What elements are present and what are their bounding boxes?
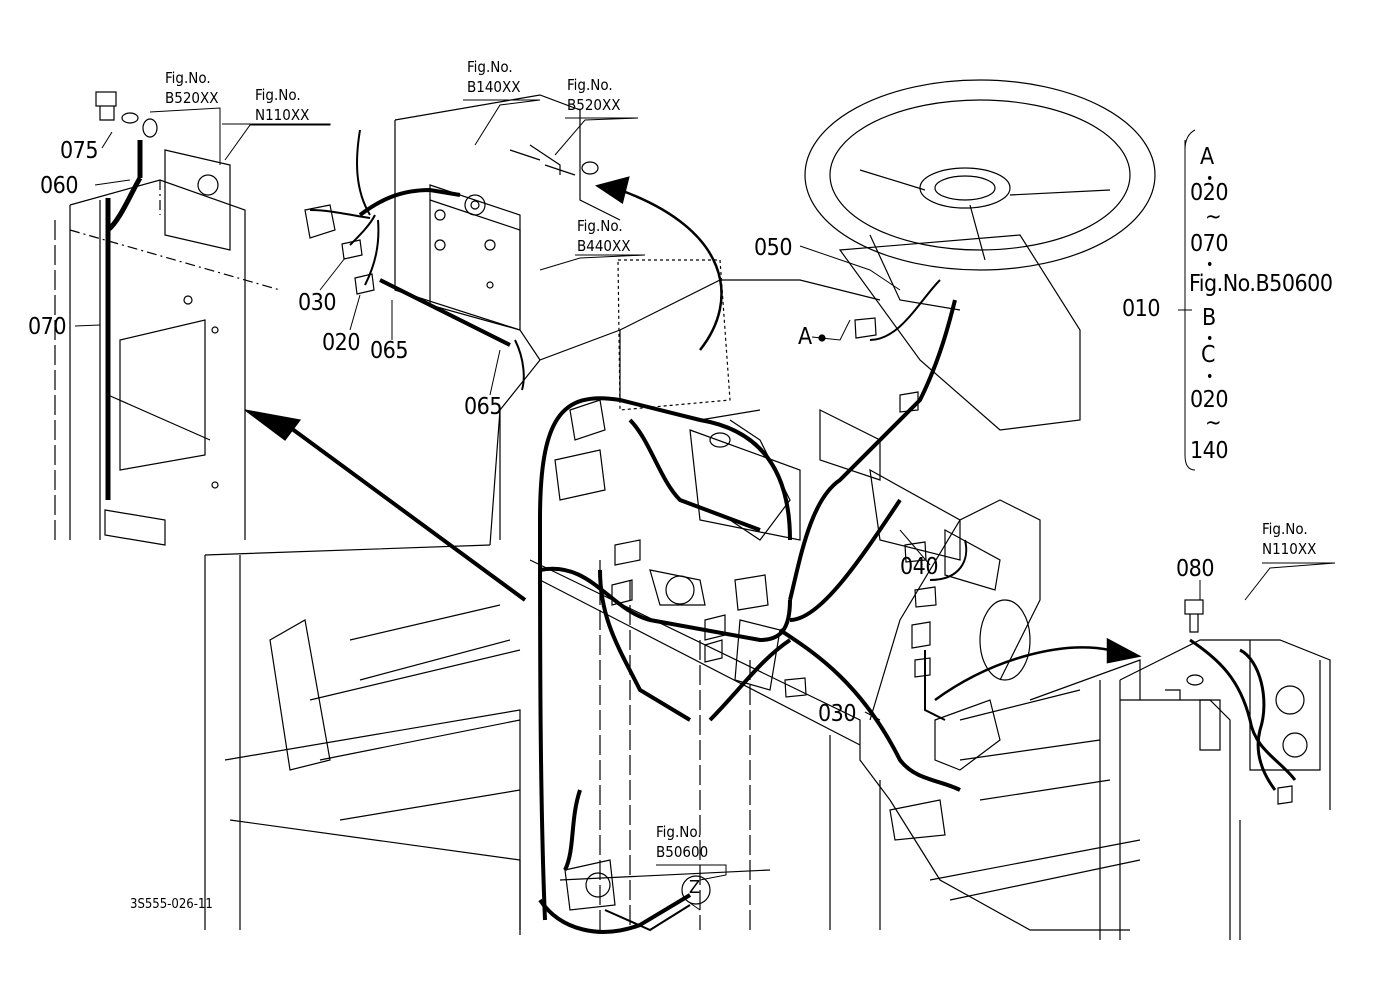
steering-wheel [804,79,1156,431]
range-item-b: B [1202,305,1216,331]
callout-a-marker [818,334,826,342]
range-separator-3: • [1206,331,1214,347]
leader-lines [74,99,1336,911]
part-label-010: 010 [1122,296,1161,322]
part-label-075: 075 [60,138,99,164]
main-wiring-harness [537,299,961,934]
upper-mid-bracket [429,144,599,331]
fig-ref-b140xx: Fig.No.B140XX [467,58,521,96]
range-item-020-b: 020 [1190,387,1229,413]
part-label-065-right: 065 [464,394,503,420]
part-label-030-bottom: 030 [818,701,857,727]
lower-right-panel [1099,639,1331,940]
range-separator-2: • [1206,257,1214,273]
callout-z-marker [681,875,711,905]
range-item-140: 140 [1190,438,1229,464]
left-panel-drawing [54,149,281,546]
part-label-080: 080 [1176,556,1215,582]
harness-thin-wires [309,129,968,932]
part-label-065-left: 065 [370,338,409,364]
arrow-to-upper-panel [595,176,723,351]
part-label-040: 040 [900,554,939,580]
battery-cable [105,140,143,500]
part-label-060: 060 [40,173,79,199]
fig-ref-b440xx: Fig.No.B440XX [577,217,631,255]
arrow-to-left-panel [244,409,527,602]
range-item-fig-b50600: Fig.No.B50600 [1189,271,1333,297]
fig-ref-b520xx-left: Fig.No.B520XX [165,69,219,107]
fig-ref-b520xx-mid: Fig.No.B520XX [567,76,621,114]
range-item-070: 070 [1190,231,1229,257]
arrow-to-right-panel [934,637,1142,702]
bolt-080 [1184,599,1204,686]
part-label-020: 020 [322,330,361,356]
range-tilde-2: ~ [1205,411,1222,436]
part-label-030-top: 030 [298,290,337,316]
dash-console [619,330,1001,841]
fig-ref-n110xx-right: Fig.No.N110XX [1262,520,1317,558]
range-separator-4: • [1206,369,1214,385]
part-label-050: 050 [754,235,793,261]
callout-a-label: A [798,324,812,350]
range-item-c: C [1201,342,1215,368]
harness-lower-right [1189,638,1297,791]
part-label-070: 070 [28,314,67,340]
diagram-code: 3S555-026-11 [130,897,213,912]
range-separator-1: • [1206,171,1214,187]
fig-ref-b50600: Fig.No.B50600 [656,823,709,861]
range-item-020: 020 [1190,180,1229,206]
callout-z-label: Z [689,877,701,898]
range-item-a: A [1200,144,1214,170]
range-tilde-1: ~ [1205,205,1222,230]
fig-ref-n110xx-left: Fig.No.N110XX [255,86,310,124]
bolt-075 [95,91,158,138]
machine-frame [204,94,1141,935]
